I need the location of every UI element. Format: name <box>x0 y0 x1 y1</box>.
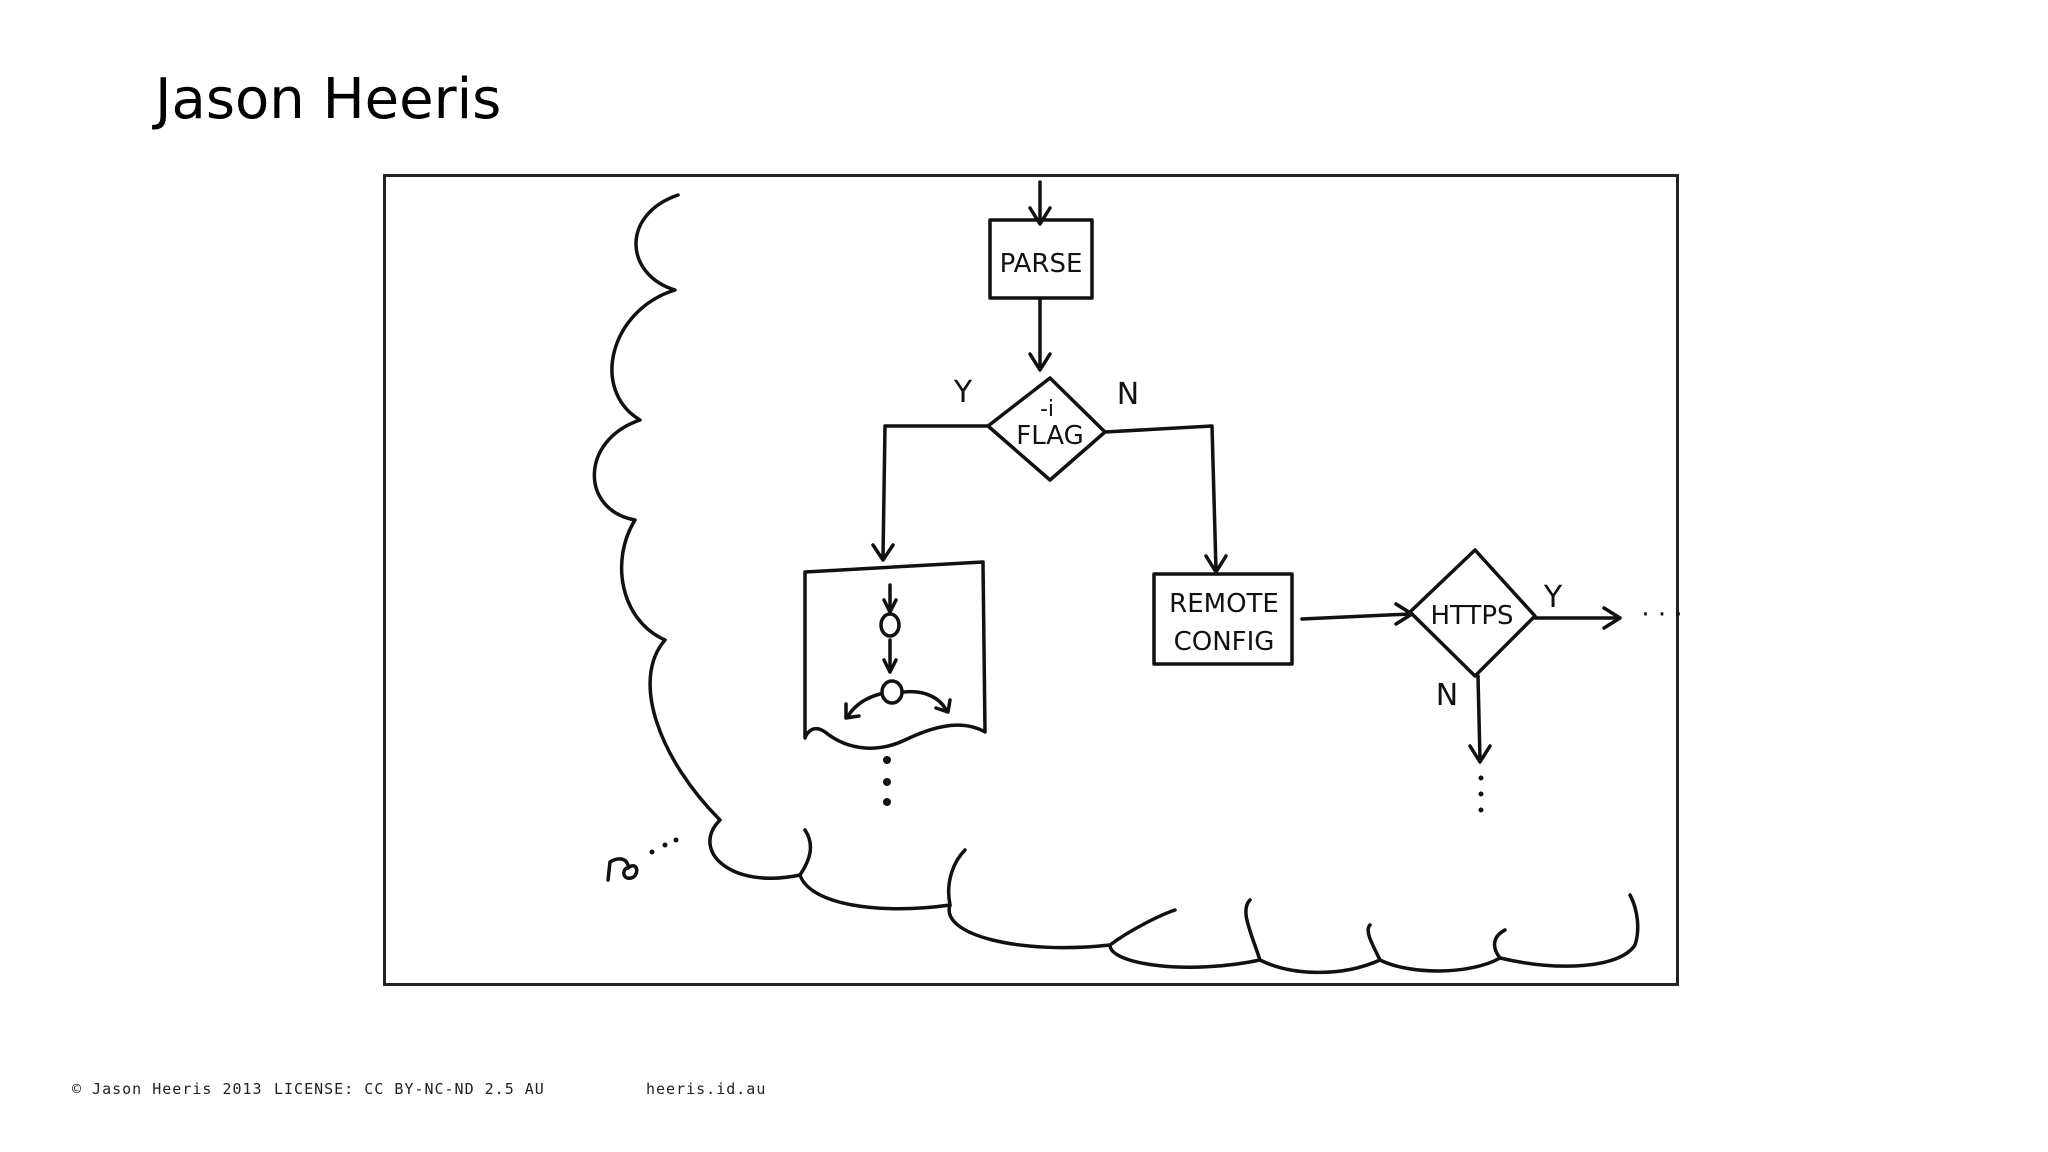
arrowhead-https-no <box>1468 744 1492 764</box>
thinker-doodle <box>606 857 639 882</box>
flag-no-label: N <box>1117 377 1139 412</box>
https-yes-label: Y <box>1543 580 1563 615</box>
arrowhead-into-parse <box>1028 206 1052 226</box>
subprocess-branch-left-head <box>844 702 861 720</box>
https-label: HTTPS <box>1430 601 1513 631</box>
subprocess-arrowhead-2 <box>882 658 898 674</box>
remote-config-line2: CONFIG <box>1174 627 1275 657</box>
subprocess-branch-left <box>846 692 882 718</box>
flag-label-line2: FLAG <box>1016 421 1084 451</box>
remote-config-line1: REMOTE <box>1169 589 1279 619</box>
ellipsis-dot-3 <box>883 798 891 806</box>
footer-site-link[interactable]: heeris.id.au <box>646 1080 767 1098</box>
subprocess-node-2 <box>880 679 904 705</box>
flag-yes-branch-line <box>881 424 990 560</box>
ellipsis-dot-1 <box>883 756 891 764</box>
remote-config-box <box>1152 572 1294 666</box>
subprocess-node-1 <box>879 612 901 638</box>
parse-label: PARSE <box>1000 249 1083 279</box>
arrowhead-no-branch <box>1204 554 1228 574</box>
subprocess-branch-right-head <box>934 698 952 714</box>
thought-trail-dot-2 <box>662 842 668 848</box>
subprocess-branch-right <box>902 689 948 712</box>
thought-trail-dot-3 <box>673 837 679 843</box>
thought-cloud-bottom-bumps <box>798 828 1507 962</box>
arrow-remote-to-https <box>1300 612 1412 621</box>
thought-trail-dot-1 <box>649 849 655 855</box>
https-decision-diamond <box>1408 548 1537 678</box>
thought-cloud-left-edge <box>592 193 1640 975</box>
https-no-label: N <box>1436 678 1458 713</box>
subprocess-box <box>803 560 987 750</box>
slide-title: Jason Heeris <box>155 67 502 132</box>
arrowhead-parse-to-flag <box>1028 352 1052 372</box>
flag-decision-diamond <box>986 376 1107 482</box>
footer-license: LICENSE: CC BY-NC-ND 2.5 AU <box>274 1080 545 1098</box>
footer-copyright: © Jason Heeris 2013 <box>72 1080 263 1098</box>
arrowhead-yes-branch <box>871 543 895 562</box>
flag-no-branch-line <box>1103 424 1218 572</box>
https-no-dot-2 <box>1478 791 1484 797</box>
parse-box <box>988 218 1094 300</box>
https-no-dot-1 <box>1478 775 1484 781</box>
arrowhead-https-yes <box>1602 606 1622 630</box>
flag-yes-label: Y <box>953 375 973 410</box>
comic-frame <box>383 174 1679 986</box>
https-yes-continue: · · · <box>1641 600 1682 630</box>
arrow-https-no <box>1476 674 1482 762</box>
https-no-dot-3 <box>1478 807 1484 813</box>
flag-label-line1: -i <box>1040 397 1054 422</box>
subprocess-arrowhead-1 <box>882 598 898 614</box>
ellipsis-dot-2 <box>883 778 891 786</box>
